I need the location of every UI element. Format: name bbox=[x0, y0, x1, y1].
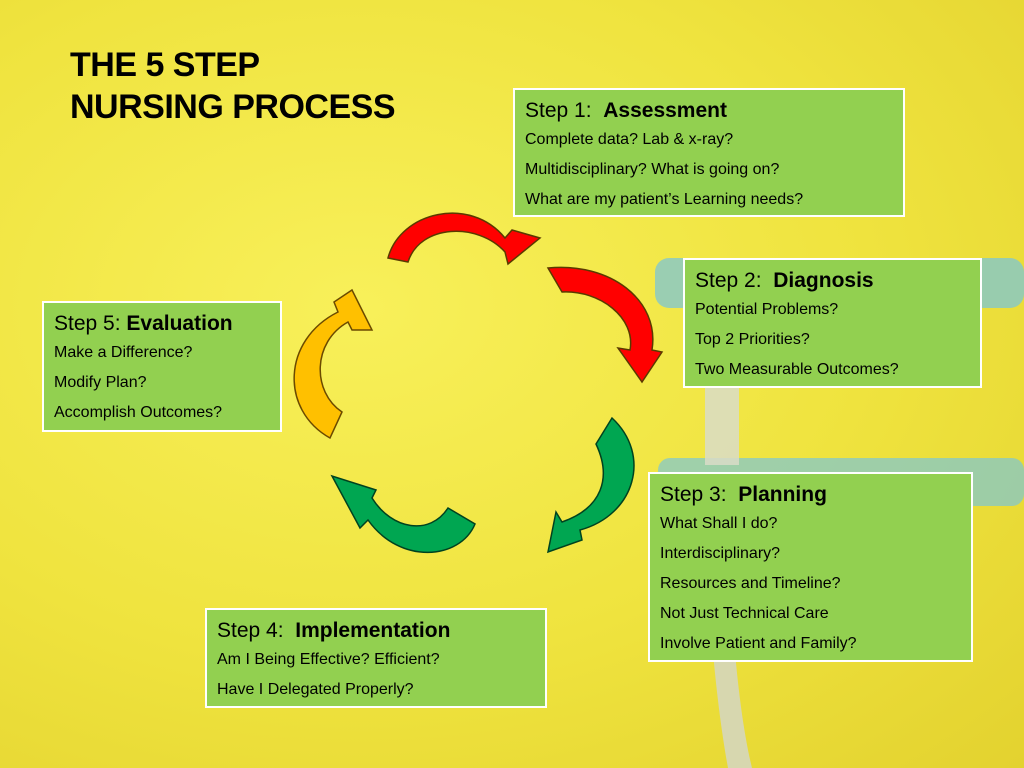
step-4-heading: Step 4: Implementation bbox=[217, 617, 535, 645]
step-1-label: Step 1: bbox=[525, 99, 592, 122]
title-line-1: THE 5 STEP bbox=[70, 46, 260, 84]
step-3-line-5: Involve Patient and Family? bbox=[660, 635, 857, 652]
red-arrow-right bbox=[546, 266, 664, 384]
step-1-heading: Step 1: Assessment bbox=[525, 97, 893, 125]
green-arrow-bottom bbox=[330, 474, 476, 553]
page-title: THE 5 STEP NURSING PROCESS bbox=[70, 44, 396, 128]
step-2-box: Step 2: Diagnosis Potential Problems? To… bbox=[683, 258, 982, 388]
step-3-label: Step 3: bbox=[660, 483, 727, 506]
step-3-heading: Step 3: Planning bbox=[660, 481, 961, 509]
step-4-box: Step 4: Implementation Am I Being Effect… bbox=[205, 608, 547, 708]
step-5-box: Step 5: Evaluation Make a Difference? Mo… bbox=[42, 301, 282, 432]
step-4-line-1: Am I Being Effective? Efficient? bbox=[217, 651, 440, 668]
step-5-name: Evaluation bbox=[126, 312, 233, 335]
step-1-line-2: Multidisciplinary? What is going on? bbox=[525, 161, 780, 178]
step-1-name: Assessment bbox=[603, 99, 727, 122]
step-2-label: Step 2: bbox=[695, 269, 762, 292]
step-2-line-2: Top 2 Priorities? bbox=[695, 331, 810, 348]
step-3-line-2: Interdisciplinary? bbox=[660, 545, 781, 562]
step-4-label: Step 4: bbox=[217, 619, 284, 642]
step-1-box: Step 1: Assessment Complete data? Lab & … bbox=[513, 88, 905, 217]
step-1-line-1: Complete data? Lab & x-ray? bbox=[525, 131, 734, 148]
step-5-heading: Step 5: Evaluation bbox=[54, 310, 270, 338]
orange-arrow-left bbox=[293, 288, 374, 440]
step-4-name: Implementation bbox=[295, 619, 451, 642]
title-line-2: NURSING PROCESS bbox=[70, 88, 396, 126]
step-5-line-2: Modify Plan? bbox=[54, 374, 147, 391]
step-2-line-3: Two Measurable Outcomes? bbox=[695, 361, 899, 378]
step-3-line-1: What Shall I do? bbox=[660, 515, 778, 532]
step-5-label: Step 5: bbox=[54, 312, 121, 335]
red-arrow-top bbox=[387, 212, 542, 266]
step-3-box: Step 3: Planning What Shall I do? Interd… bbox=[648, 472, 973, 662]
step-1-line-3: What are my patient’s Learning needs? bbox=[525, 191, 804, 208]
step-5-line-1: Make a Difference? bbox=[54, 344, 193, 361]
green-arrow-right bbox=[547, 416, 635, 554]
step-2-name: Diagnosis bbox=[773, 269, 874, 292]
step-3-name: Planning bbox=[738, 483, 827, 506]
step-4-line-2: Have I Delegated Properly? bbox=[217, 681, 414, 698]
step-5-line-3: Accomplish Outcomes? bbox=[54, 404, 223, 421]
step-3-line-4: Not Just Technical Care bbox=[660, 605, 829, 622]
step-2-heading: Step 2: Diagnosis bbox=[695, 267, 970, 295]
step-2-line-1: Potential Problems? bbox=[695, 301, 839, 318]
step-3-line-3: Resources and Timeline? bbox=[660, 575, 841, 592]
